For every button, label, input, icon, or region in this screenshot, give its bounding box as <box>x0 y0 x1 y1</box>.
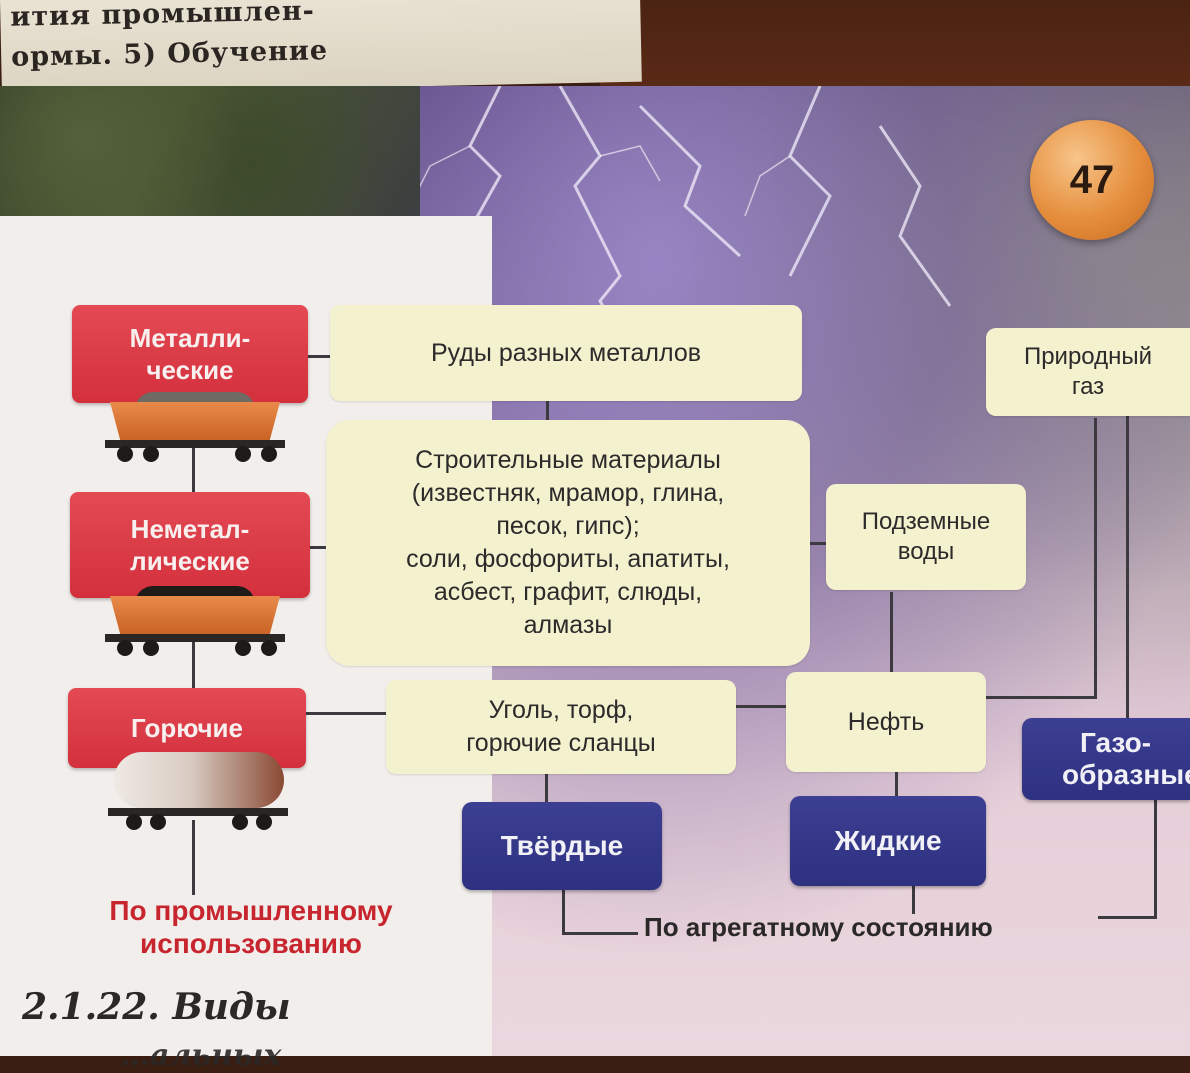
connector-line <box>1094 418 1097 699</box>
connector-line <box>306 355 330 358</box>
coal-line-2: горючие сланцы <box>466 729 656 757</box>
connector-line <box>890 592 893 674</box>
tank-wagon-icon <box>108 752 288 834</box>
resource-building-materials: Строительные материалы (известняк, мрамо… <box>326 420 810 666</box>
section-title: 2.1.22. Виды <box>22 986 291 1028</box>
connector-line <box>546 400 549 422</box>
gaseous-line-1: Газо- <box>1080 727 1152 758</box>
building-line-4: соли, фосфориты, апатиты, <box>406 545 730 573</box>
connector-line <box>736 705 788 708</box>
building-line-1: Строительные материалы <box>415 446 721 474</box>
state-solid: Твёрдые <box>462 802 662 890</box>
connector-line <box>895 772 898 800</box>
state-liquid: Жидкие <box>790 796 986 886</box>
by-use-line-1: По промышленному <box>109 895 393 926</box>
gas-line-2: газ <box>1071 373 1105 400</box>
connector-line <box>562 888 565 934</box>
previous-page-strip: ития промышлен- ормы. 5) Обучение <box>0 0 642 95</box>
connector-line <box>192 820 195 895</box>
previous-page-line-1: ития промышлен- <box>10 0 316 33</box>
resource-ores: Руды разных металлов <box>330 305 802 401</box>
groundwater-line-1: Подземные <box>861 508 991 535</box>
state-gaseous: Газо- образные <box>1022 718 1190 800</box>
resource-oil: Нефть <box>786 672 986 772</box>
by-use-line-2: использованию <box>140 928 362 959</box>
group-label-by-use: По промышленному использованию <box>56 894 446 960</box>
coal-wagon-icon <box>95 586 295 656</box>
building-line-5: асбест, графит, слюды, <box>433 578 703 606</box>
connector-line <box>192 440 195 500</box>
category-nonmetallic: Неметал- лические <box>70 492 310 598</box>
connector-line <box>985 696 1097 699</box>
connector-line <box>1098 916 1157 919</box>
foliage-photo <box>0 86 420 216</box>
connector-line <box>912 884 915 914</box>
building-line-2: (известняк, мрамор, глина, <box>411 479 725 507</box>
resource-natural-gas: Природный газ <box>986 328 1190 416</box>
connector-line <box>306 546 330 549</box>
connector-line <box>306 712 388 715</box>
ore-wagon-icon <box>95 392 295 462</box>
resource-groundwater: Подземные воды <box>826 484 1026 590</box>
connector-line <box>545 772 548 802</box>
coal-line-1: Уголь, торф, <box>488 696 634 724</box>
group-label-by-state: По агрегатному состоянию <box>644 912 993 942</box>
building-line-3: песок, гипс); <box>496 512 640 540</box>
connector-line <box>805 542 829 545</box>
book-edge-shadow <box>600 0 1190 90</box>
category-metallic: Металли- ческие <box>72 305 308 403</box>
connector-line <box>1154 798 1157 918</box>
connector-line <box>562 932 638 935</box>
gaseous-line-2: образные <box>1062 759 1190 790</box>
connector-line <box>192 640 195 690</box>
groundwater-line-2: воды <box>897 538 955 565</box>
gas-line-1: Природный <box>1023 343 1153 370</box>
resource-coal: Уголь, торф, горючие сланцы <box>386 680 736 774</box>
building-line-6: алмазы <box>523 611 613 639</box>
page-number-badge: 47 <box>1030 120 1154 240</box>
previous-page-line-2: ормы. 5) Обучение <box>10 35 329 73</box>
connector-line <box>1126 400 1129 720</box>
